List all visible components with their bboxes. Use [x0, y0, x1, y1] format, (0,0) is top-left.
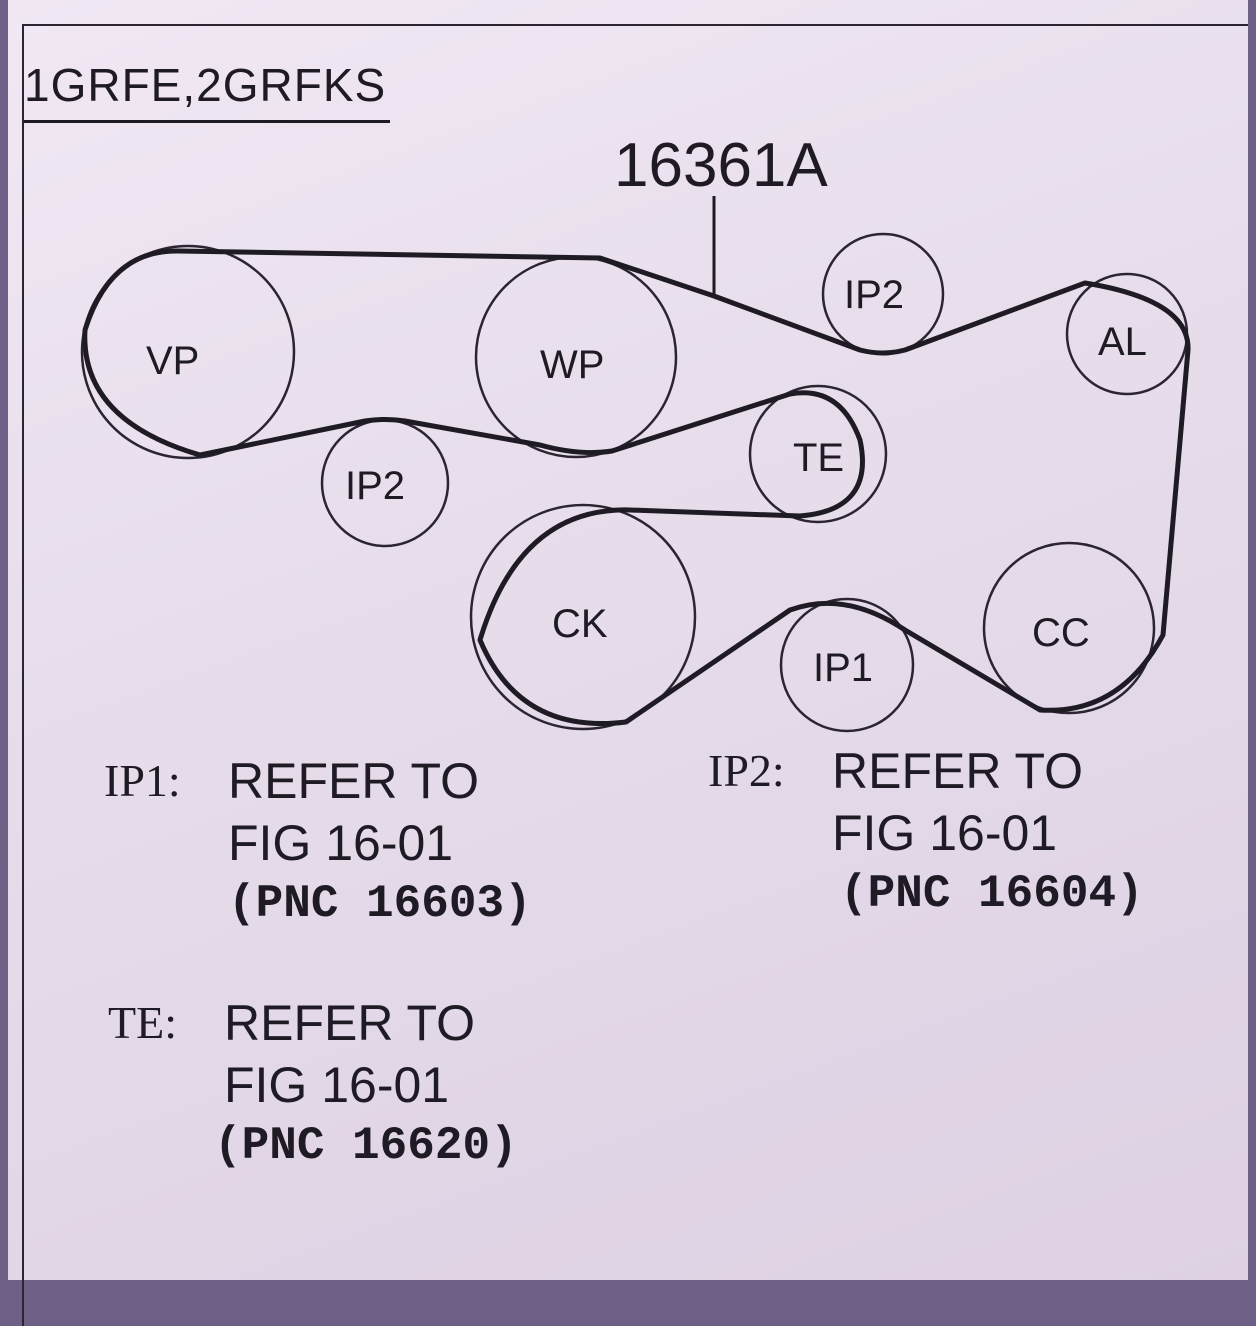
- ip2-note-refer: REFER TO: [832, 743, 1083, 799]
- ip1-pulley-label: IP1: [813, 646, 873, 690]
- cc-pulley: [982, 541, 1156, 715]
- te-note-figure: FIG 16-01: [224, 1057, 450, 1113]
- ip1-pulley: [779, 597, 915, 733]
- te-note-pnc: (PNC 16620): [214, 1120, 518, 1172]
- vp-pulley-label: VP: [146, 339, 199, 383]
- drive-belt: [82, 248, 1191, 727]
- vp-pulley: [80, 244, 296, 460]
- ip1-note-figure: FIG 16-01: [228, 815, 454, 871]
- ip1-note-refer: REFER TO: [228, 753, 479, 809]
- parts-sheet: [8, 0, 1248, 1326]
- te-pulley-label: TE: [793, 436, 844, 480]
- ip1-note-pnc: (PNC 16603): [228, 878, 532, 930]
- sheet-border: [22, 24, 1248, 1326]
- ip2-note-key: IP2:: [708, 745, 785, 796]
- te-pulley: [748, 384, 888, 524]
- ip2-left-pulley-label: IP2: [345, 464, 405, 508]
- wp-pulley-label: WP: [540, 343, 604, 387]
- te-note-key: TE:: [108, 997, 177, 1048]
- part-number-label: 16361A: [614, 131, 828, 200]
- belt-routing-diagram: 16361A VP WP IP2 AL IP2 TE CK IP1 CC: [80, 131, 1191, 733]
- engine-heading: 1GRFE,2GRFKS: [24, 58, 391, 123]
- ck-pulley: [469, 503, 697, 731]
- cc-pulley-label: CC: [1032, 611, 1090, 655]
- ip2-note-pnc: (PNC 16604): [840, 868, 1144, 920]
- ip2-top-pulley-label: IP2: [844, 273, 904, 317]
- ck-pulley-label: CK: [552, 602, 608, 646]
- al-pulley-label: AL: [1098, 320, 1147, 364]
- te-note-refer: REFER TO: [224, 995, 475, 1051]
- ip1-note-key: IP1:: [104, 755, 181, 806]
- ip2-note-figure: FIG 16-01: [832, 805, 1058, 861]
